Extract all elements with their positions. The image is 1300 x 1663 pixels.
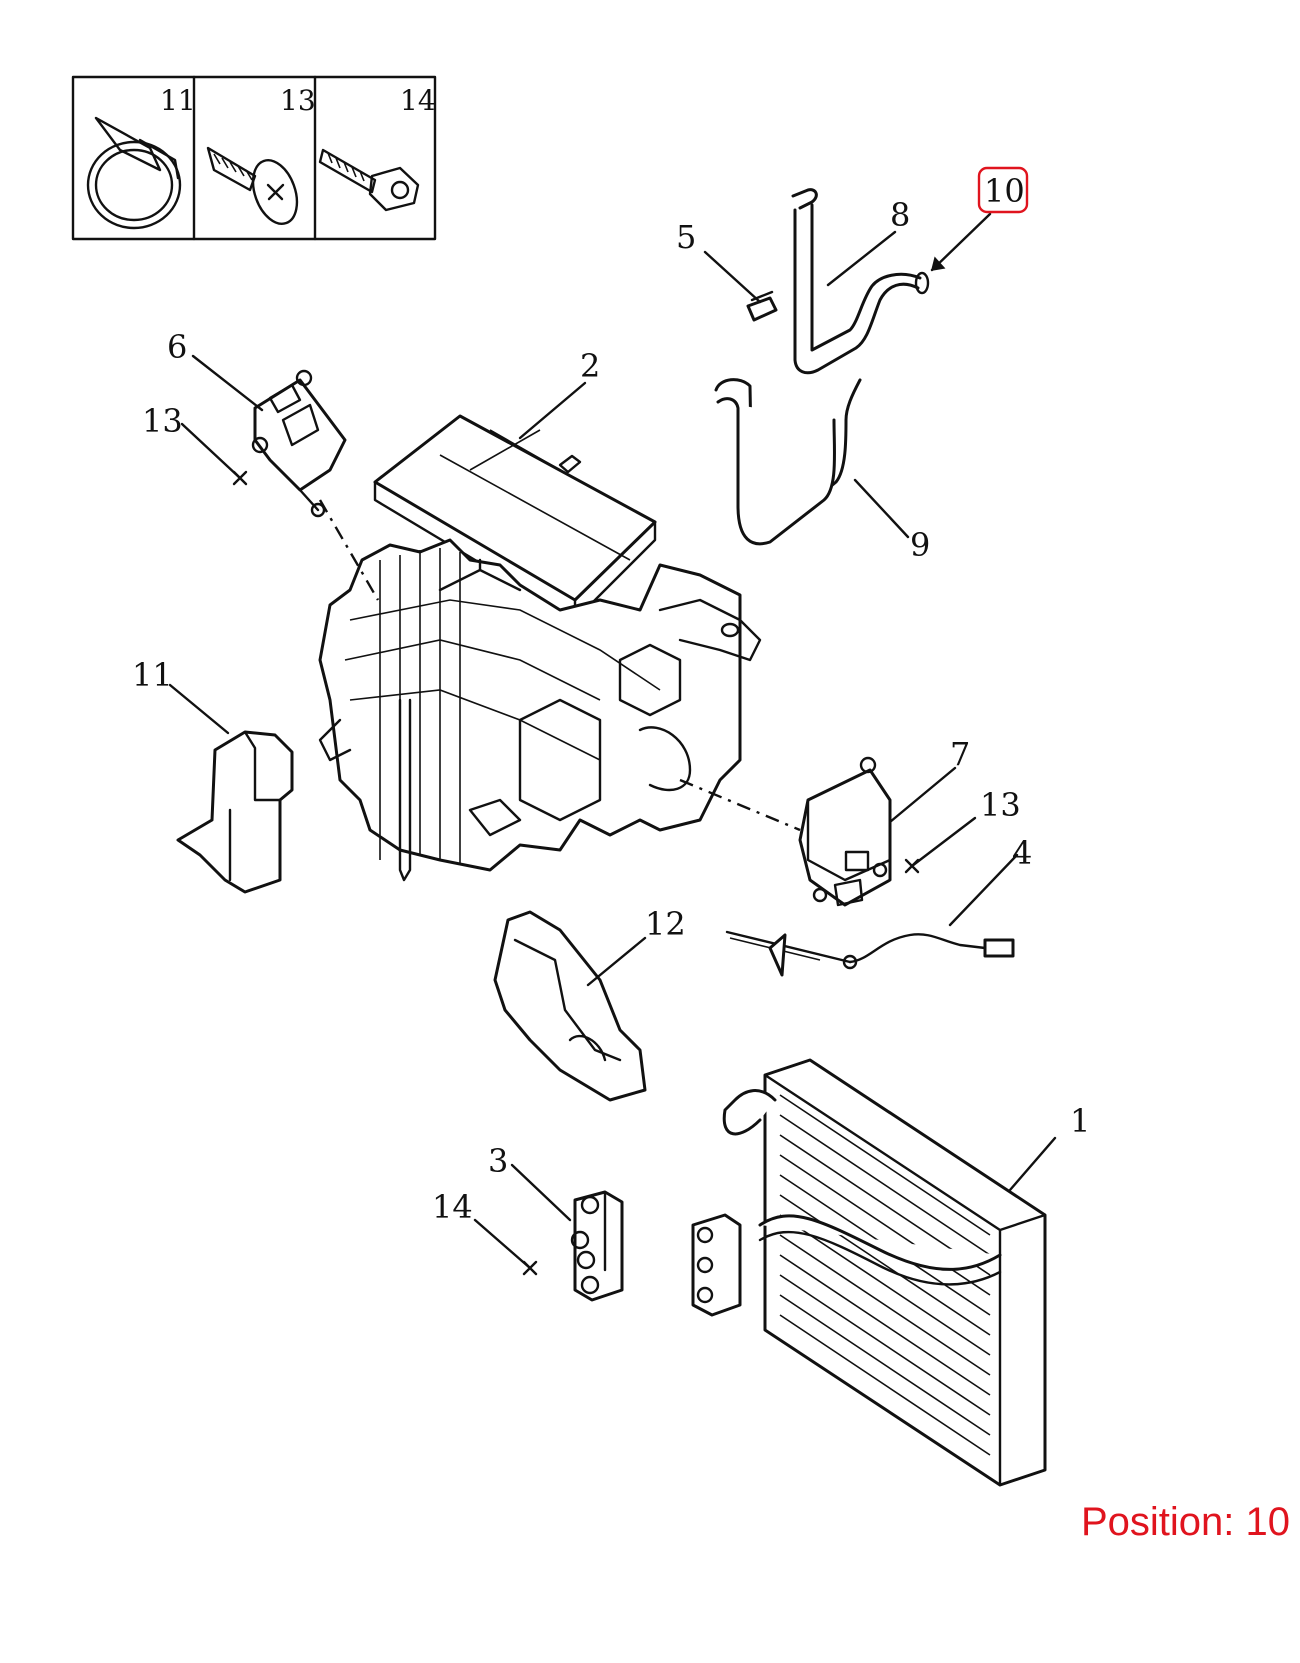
sensor-4[interactable] [725,930,1015,977]
callout-5[interactable]: 5 [676,218,696,256]
expansion-valve-3[interactable] [570,1190,624,1302]
hose-clamp-icon [86,116,182,230]
callout-11[interactable]: 11 [132,656,173,694]
assembly-line-7 [679,778,801,832]
duct-12[interactable] [493,910,647,1102]
heater-pipe-8[interactable] [791,188,930,375]
kit-label-13: 13 [280,84,316,117]
hardware-kit-box: 11 13 14 [71,75,437,241]
callout-10[interactable]: 10 [984,172,1025,210]
kit-label-11: 11 [160,84,196,117]
heater-pipe-9[interactable] [714,378,862,546]
callout-13-right[interactable]: 13 [980,786,1021,824]
tapping-screw-icon [206,146,299,225]
socket-bolt-icon [318,148,420,212]
callout-9[interactable]: 9 [910,526,930,564]
callout-7[interactable]: 7 [950,735,970,773]
duct-11[interactable] [176,730,294,894]
assembly-line-6 [318,499,380,601]
callout-2[interactable]: 2 [580,347,600,385]
evaporator-1[interactable] [691,1058,1047,1487]
actuator-7[interactable] [798,756,892,907]
callout-1[interactable]: 1 [1070,1102,1090,1140]
callout-6[interactable]: 6 [167,328,187,366]
callout-3[interactable]: 3 [488,1142,508,1180]
kit-label-14: 14 [400,84,436,117]
callout-10-highlight-box [977,166,1029,214]
hvac-housing-2[interactable] [318,414,762,882]
actuator-6[interactable] [251,369,347,518]
callout-4[interactable]: 4 [1012,834,1032,872]
callout-8[interactable]: 8 [890,196,910,234]
position-label: Position: 10 [1080,1500,1290,1544]
callout-14[interactable]: 14 [432,1188,473,1226]
callout-12[interactable]: 12 [645,905,686,943]
callout-13-left[interactable]: 13 [142,402,183,440]
leader-lines [168,212,1057,1276]
